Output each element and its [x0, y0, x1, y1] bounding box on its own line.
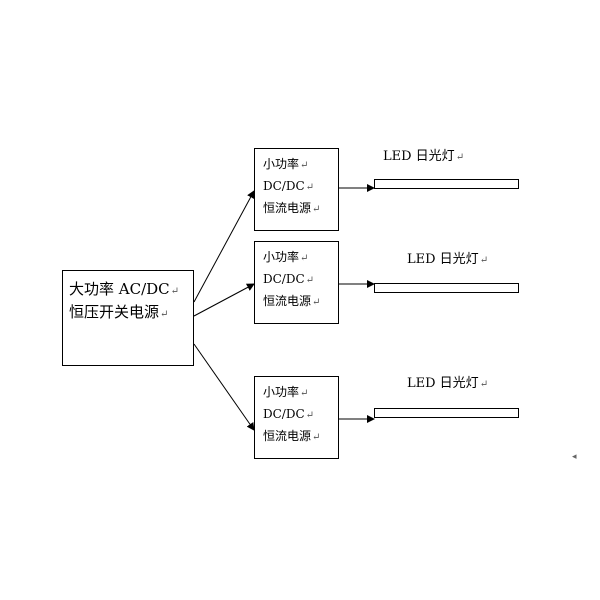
converter-box-3: 小功率↵ DC/DC↵ 恒流电源↵ [254, 376, 339, 459]
paragraph-mark: ↵ [455, 152, 465, 163]
converter-3-line-1: 小功率↵ [263, 385, 309, 399]
paragraph-mark: ↵ [305, 275, 315, 286]
converter-box-1: 小功率↵ DC/DC↵ 恒流电源↵ [254, 148, 339, 231]
paragraph-mark: ↵ [479, 379, 489, 390]
paragraph-mark: ↵ [312, 432, 321, 443]
lamp-label-2: LED 日光灯↵ [407, 252, 489, 267]
paragraph-mark: ↵ [305, 182, 315, 193]
main-supply-line-1: 大功率 AC/DC↵ [69, 280, 180, 298]
converter-2-line-1: 小功率↵ [263, 250, 309, 264]
converter-3-line-2: DC/DC↵ [263, 407, 315, 421]
led-tube-1 [374, 179, 519, 189]
paragraph-mark: ↵ [312, 297, 321, 308]
stray-marker-icon: ◂ [572, 452, 577, 462]
arrow-main-to-converter-2 [193, 283, 255, 317]
paragraph-mark: ↵ [312, 204, 321, 215]
converter-1-line-1: 小功率↵ [263, 157, 309, 171]
arrow-main-to-converter-1 [193, 190, 255, 303]
paragraph-mark: ↵ [160, 309, 169, 320]
paragraph-mark: ↵ [300, 253, 309, 264]
paragraph-mark: ↵ [170, 286, 180, 297]
lamp-label-1: LED 日光灯↵ [383, 149, 465, 164]
paragraph-mark: ↵ [300, 160, 309, 171]
converter-2-line-3: 恒流电源↵ [263, 294, 321, 308]
led-tube-3 [374, 408, 519, 418]
arrow-main-to-converter-3 [193, 343, 255, 431]
lamp-label-3: LED 日光灯↵ [407, 376, 489, 391]
converter-2-line-2: DC/DC↵ [263, 272, 315, 286]
converter-3-line-3: 恒流电源↵ [263, 429, 321, 443]
paragraph-mark: ↵ [300, 388, 309, 399]
converter-1-line-2: DC/DC↵ [263, 179, 315, 193]
main-supply-line-2: 恒压开关电源↵ [69, 303, 169, 321]
led-tube-2 [374, 283, 519, 293]
main-supply-box: 大功率 AC/DC↵ 恒压开关电源↵ [62, 270, 194, 366]
paragraph-mark: ↵ [479, 255, 489, 266]
converter-box-2: 小功率↵ DC/DC↵ 恒流电源↵ [254, 241, 339, 324]
converter-1-line-3: 恒流电源↵ [263, 201, 321, 215]
paragraph-mark: ↵ [305, 410, 315, 421]
